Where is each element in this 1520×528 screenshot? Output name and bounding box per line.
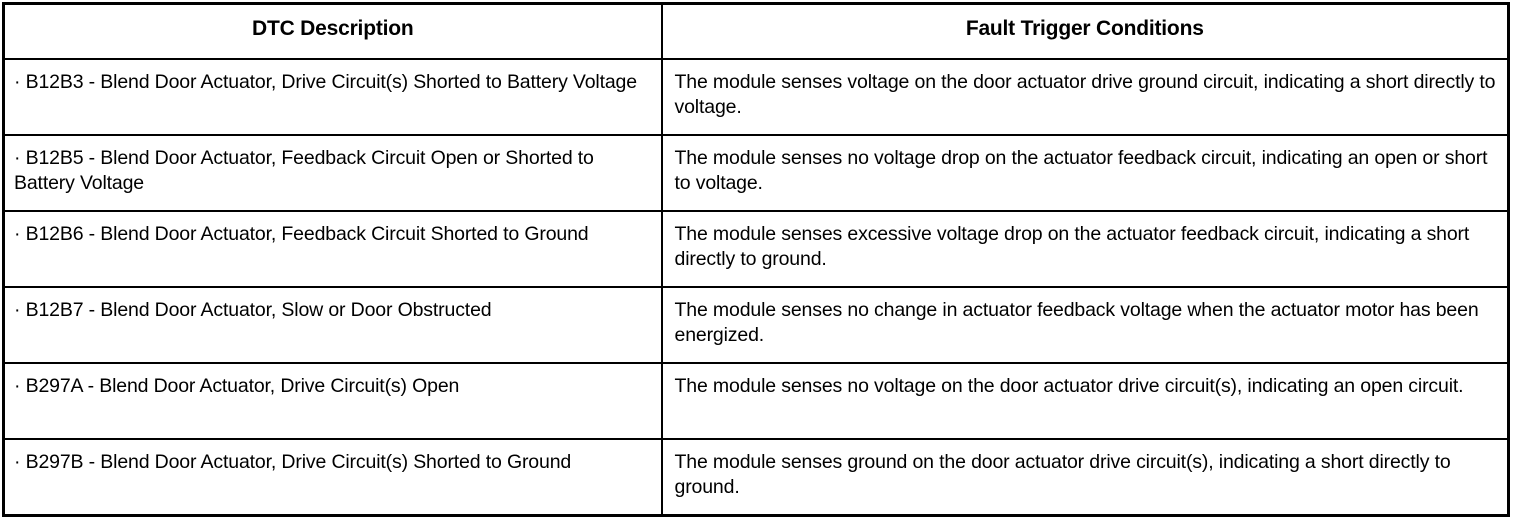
dtc-fault-table: DTC Description Fault Trigger Conditions… — [2, 2, 1510, 517]
table-row: · B297A - Blend Door Actuator, Drive Cir… — [2, 362, 1510, 440]
column-header-dtc-description: DTC Description — [2, 2, 663, 60]
cell-dtc-description: · B12B3 - Blend Door Actuator, Drive Cir… — [2, 58, 663, 136]
table-header-row: DTC Description Fault Trigger Conditions — [2, 2, 1510, 60]
table-row: · B12B3 - Blend Door Actuator, Drive Cir… — [2, 58, 1510, 136]
cell-dtc-description: · B12B7 - Blend Door Actuator, Slow or D… — [2, 286, 663, 364]
cell-dtc-description: · B297B - Blend Door Actuator, Drive Cir… — [2, 438, 663, 517]
cell-fault-trigger-conditions: The module senses ground on the door act… — [660, 438, 1510, 517]
table-row: · B12B6 - Blend Door Actuator, Feedback … — [2, 210, 1510, 288]
cell-dtc-description: · B12B6 - Blend Door Actuator, Feedback … — [2, 210, 663, 288]
column-header-fault-trigger-conditions: Fault Trigger Conditions — [660, 2, 1510, 60]
table-header: DTC Description Fault Trigger Conditions — [2, 2, 1510, 60]
cell-fault-trigger-conditions: The module senses no voltage on the door… — [660, 362, 1510, 440]
cell-dtc-description: · B12B5 - Blend Door Actuator, Feedback … — [2, 134, 663, 212]
table-body: · B12B3 - Blend Door Actuator, Drive Cir… — [2, 58, 1510, 517]
table-row: · B12B7 - Blend Door Actuator, Slow or D… — [2, 286, 1510, 364]
table-row: · B12B5 - Blend Door Actuator, Feedback … — [2, 134, 1510, 212]
cell-fault-trigger-conditions: The module senses voltage on the door ac… — [660, 58, 1510, 136]
cell-fault-trigger-conditions: The module senses no voltage drop on the… — [660, 134, 1510, 212]
table-row: · B297B - Blend Door Actuator, Drive Cir… — [2, 438, 1510, 517]
cell-fault-trigger-conditions: The module senses no change in actuator … — [660, 286, 1510, 364]
cell-dtc-description: · B297A - Blend Door Actuator, Drive Cir… — [2, 362, 663, 440]
cell-fault-trigger-conditions: The module senses excessive voltage drop… — [660, 210, 1510, 288]
